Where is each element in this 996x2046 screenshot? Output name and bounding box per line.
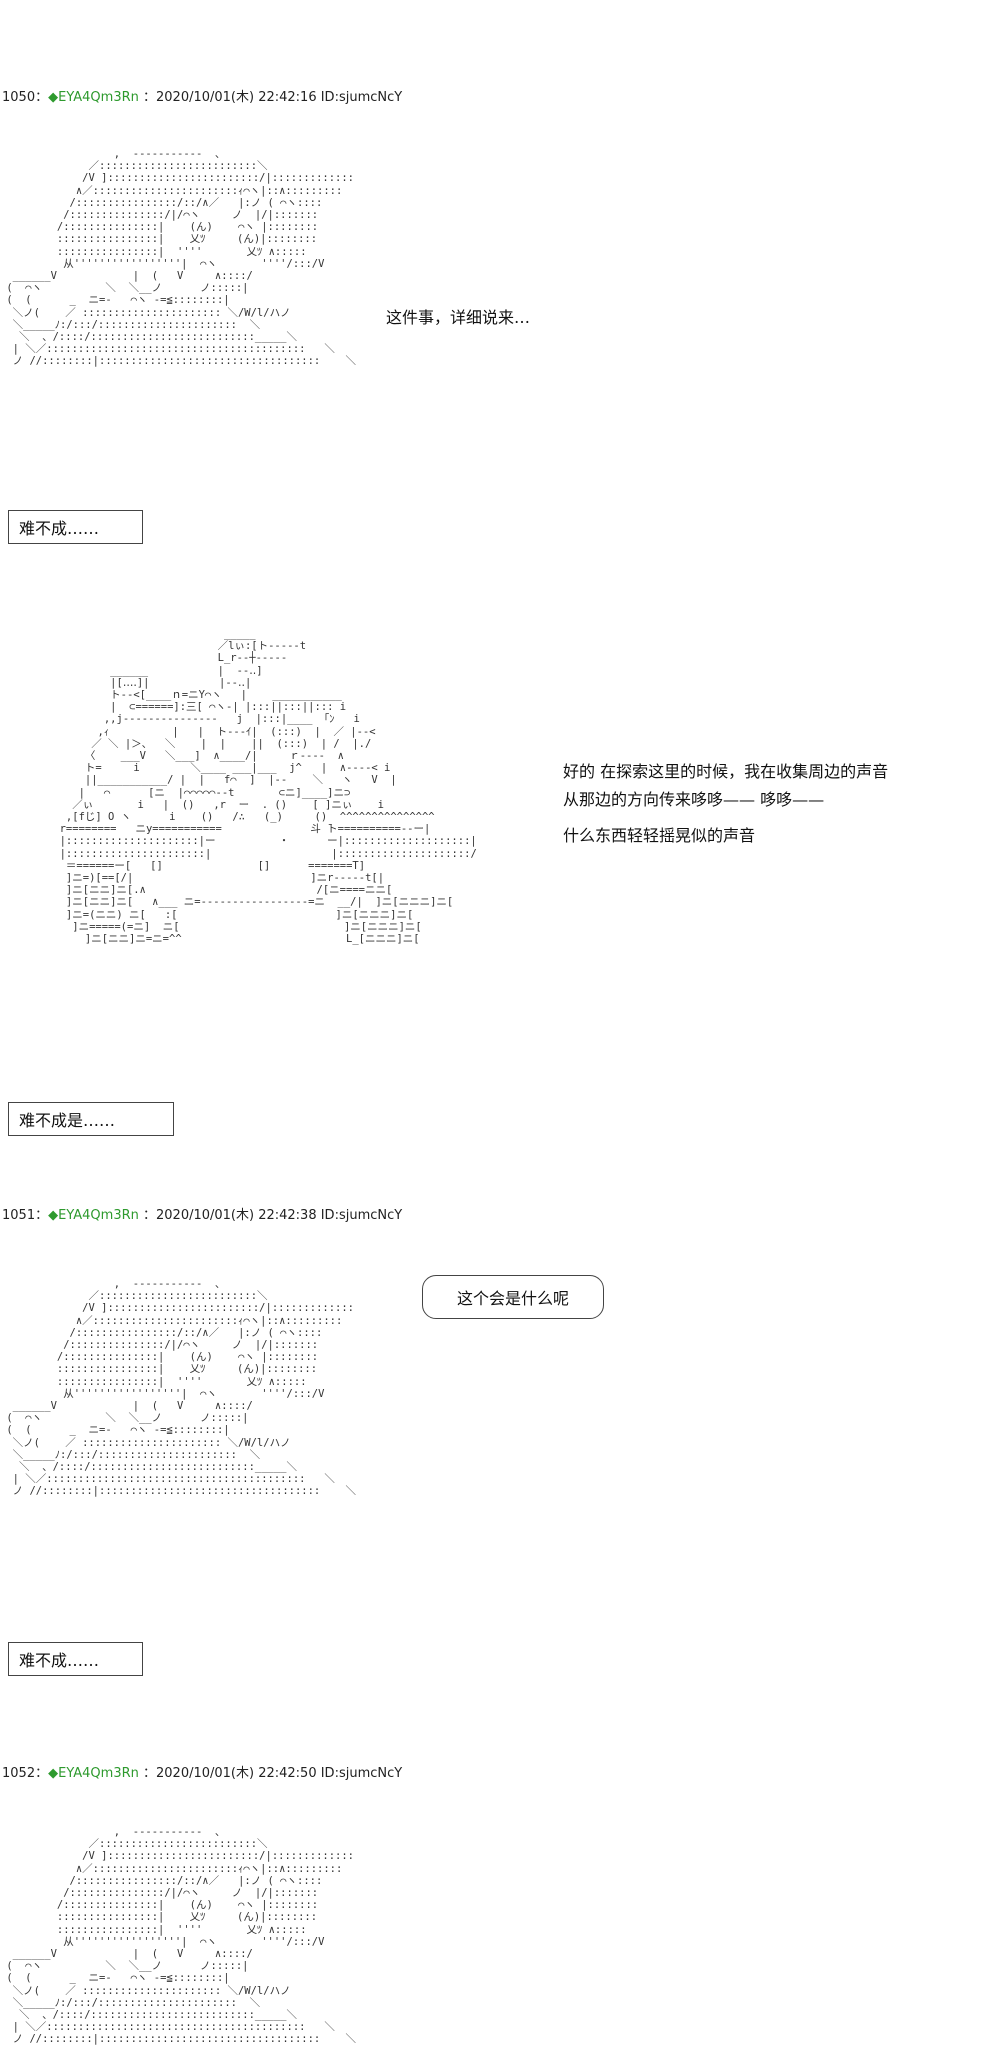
post-separator: ： <box>35 1766 49 1781</box>
thought-bubble: 这个会是什么呢 <box>422 1275 605 1319</box>
post-meta: ：2020/10/01(木) 22:42:50 ID:sjumcNcY <box>143 1766 403 1781</box>
post-separator: ： <box>35 90 49 105</box>
speech-box: 难不成是…… <box>8 1102 174 1136</box>
narration-line-1: 好的 在探索这里的时候，我在收集周边的声音 <box>563 762 889 781</box>
post-trip[interactable]: EYA4Qm3Rn <box>58 1766 139 1781</box>
trip-diamond-icon: ◆ <box>48 1766 59 1781</box>
trip-diamond-icon: ◆ <box>48 90 59 105</box>
trip-diamond-icon: ◆ <box>48 1208 59 1223</box>
post-meta: ：2020/10/01(木) 22:42:16 ID:sjumcNcY <box>143 90 403 105</box>
post-number: 1051 <box>2 1208 36 1223</box>
post-number: 1052 <box>2 1766 36 1781</box>
ascii-character-art: , ----------- 、 ／:::::::::::::::::::::::… <box>6 1278 357 1498</box>
dialogue-line: 这件事，详细说来… <box>386 308 531 327</box>
ascii-character-art: , ----------- 、 ／:::::::::::::::::::::::… <box>6 1826 357 2046</box>
ascii-character-art: , ----------- 、 ／:::::::::::::::::::::::… <box>6 148 357 368</box>
post-header-1051: 1051：◆EYA4Qm3Rn ：2020/10/01(木) 22:42:38 … <box>2 1204 402 1223</box>
narration-line-3: 什么东西轻轻摇晃似的声音 <box>563 826 756 845</box>
post-number: 1050 <box>2 90 36 105</box>
post-header-1052: 1052：◆EYA4Qm3Rn ：2020/10/01(木) 22:42:50 … <box>2 1762 402 1781</box>
ascii-tank-art: _____ ／lぃ:[ト-----t L_r--┼----- ______ | … <box>59 628 477 946</box>
post-header-1050: 1050：◆EYA4Qm3Rn ：2020/10/01(木) 22:42:16 … <box>2 86 402 105</box>
post-trip[interactable]: EYA4Qm3Rn <box>58 1208 139 1223</box>
speech-box: 难不成…… <box>8 1642 143 1676</box>
post-separator: ： <box>35 1208 49 1223</box>
post-trip[interactable]: EYA4Qm3Rn <box>58 90 139 105</box>
post-meta: ：2020/10/01(木) 22:42:38 ID:sjumcNcY <box>143 1208 403 1223</box>
speech-box: 难不成…… <box>8 510 143 544</box>
narration-line-2: 从那边的方向传来哆哆—— 哆哆—— <box>563 790 825 809</box>
